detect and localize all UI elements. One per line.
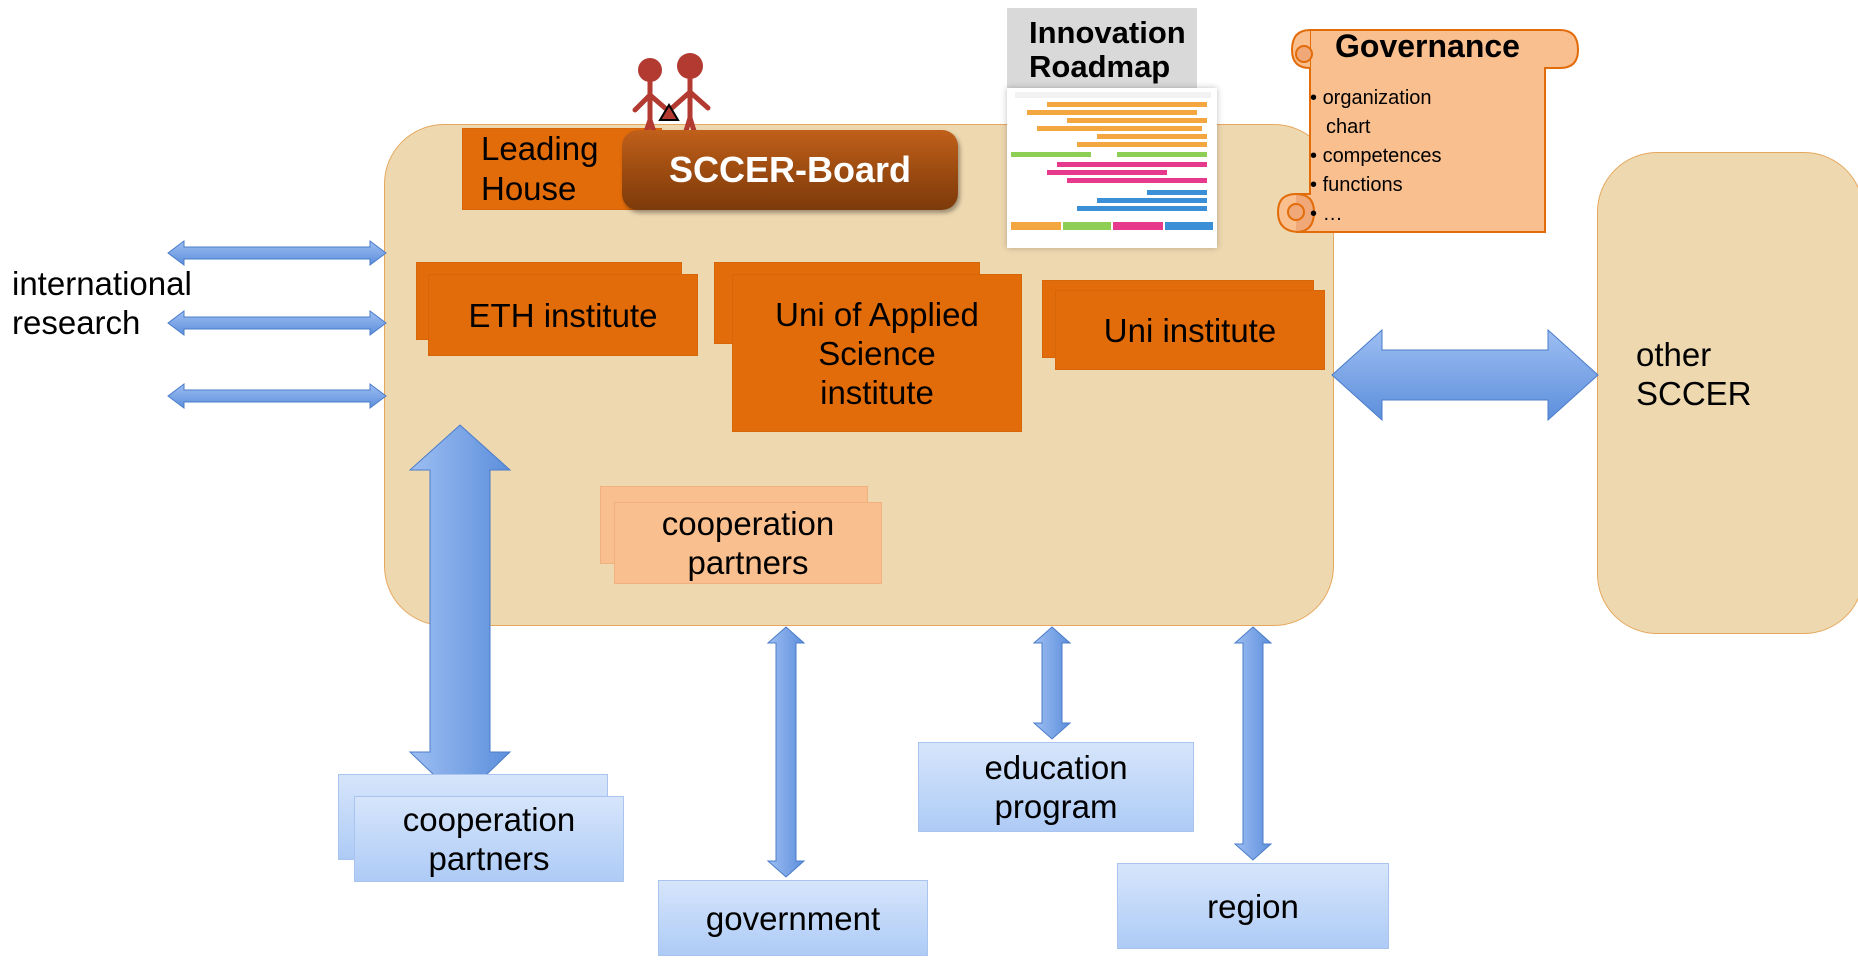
governance-item: • competences (1310, 145, 1442, 167)
international-arrow-1 (167, 240, 387, 266)
other-sccer-label: other SCCER (1636, 336, 1752, 412)
government-box: government (658, 880, 928, 956)
region-arrow (1233, 626, 1273, 861)
education-arrow (1032, 626, 1072, 740)
education-program-box: education program (918, 742, 1194, 832)
other-sccer-box (1597, 152, 1858, 634)
international-arrow-2 (167, 310, 387, 336)
roadmap-thumbnail (1007, 88, 1217, 248)
other-sccer-arrow (1331, 328, 1599, 422)
sccer-board: SCCER-Board (622, 130, 958, 210)
governance-scroll-shape (1276, 29, 1580, 233)
international-research-label: international research (12, 265, 192, 341)
innovation-roadmap-title: Innovation Roadmap (1007, 8, 1197, 88)
governance-title: Governance (1335, 28, 1520, 64)
government-arrow (766, 626, 806, 878)
uas-institute-box: Uni of Applied Science institute (732, 274, 1022, 432)
governance-item: • organization (1310, 87, 1432, 109)
governance-item: chart (1326, 116, 1371, 138)
outer-cooperation-partners-box: cooperation partners (354, 796, 624, 882)
region-box: region (1117, 863, 1389, 949)
eth-institute-box: ETH institute (428, 274, 698, 356)
inner-cooperation-partners-box: cooperation partners (614, 502, 882, 584)
governance-item: • functions (1310, 174, 1403, 196)
governance-item: • … (1310, 203, 1343, 225)
uni-institute-box: Uni institute (1055, 290, 1325, 370)
cooperation-partners-arrow (408, 424, 512, 801)
governance-list: • organization chart • competences • fun… (1310, 84, 1442, 229)
international-arrow-3 (167, 383, 387, 409)
